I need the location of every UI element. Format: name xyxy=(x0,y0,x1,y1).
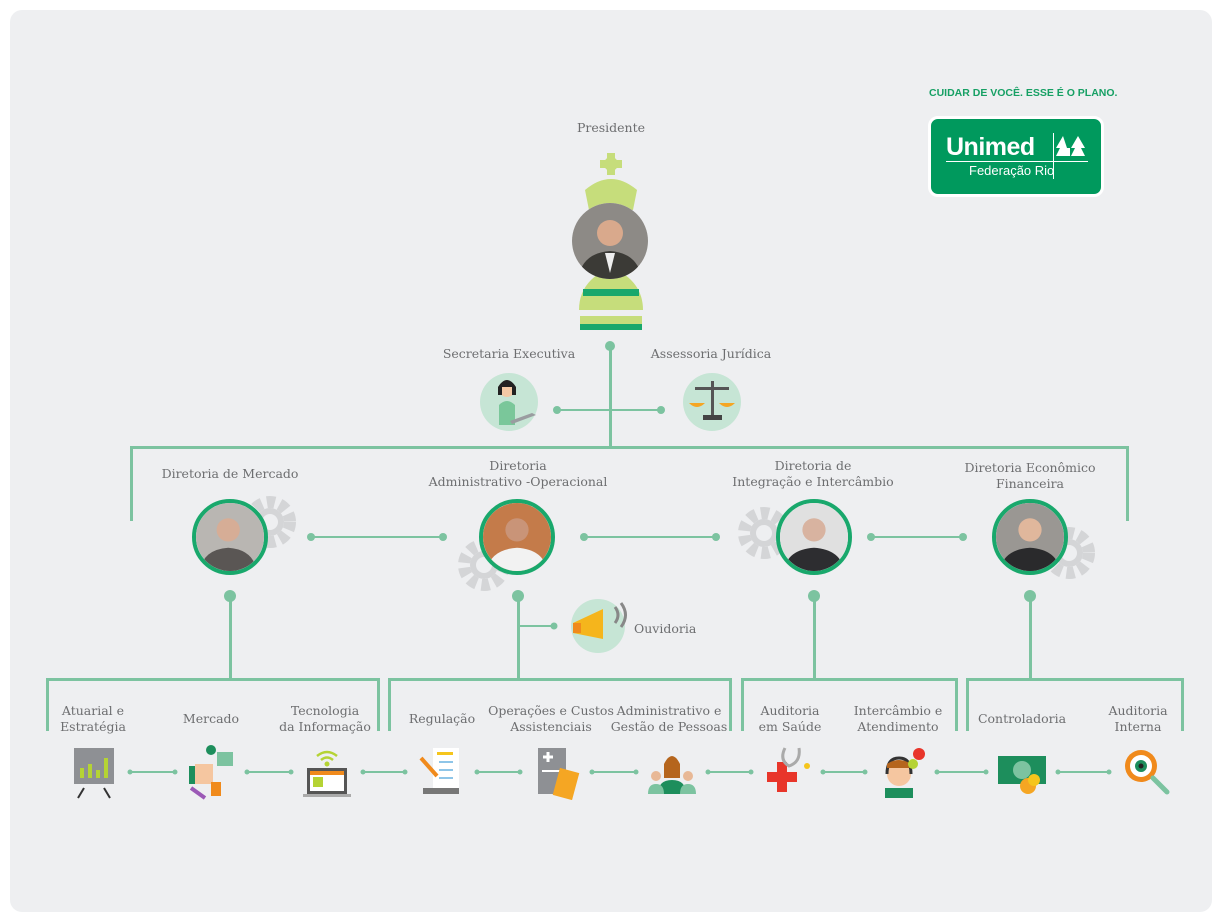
director-photo-administrativo xyxy=(479,499,555,575)
director-photo-mercado xyxy=(192,499,268,575)
director-photo-economico xyxy=(992,499,1068,575)
people-icon xyxy=(648,756,696,794)
director-photo-integracao xyxy=(776,499,852,575)
connector-line xyxy=(247,771,291,773)
connector-line xyxy=(130,771,175,773)
calculator-icon xyxy=(538,748,580,800)
chart-board-icon xyxy=(74,748,114,799)
connector-line xyxy=(937,771,986,773)
connector-line xyxy=(823,771,865,773)
department-label: Regulação xyxy=(408,711,476,726)
ouvidoria-label: Ouvidoria xyxy=(634,621,697,636)
president-label: Presidente xyxy=(576,120,646,135)
department-label: Controladoria xyxy=(977,711,1067,726)
checklist-icon xyxy=(419,748,459,794)
connector-line xyxy=(1058,771,1109,773)
connector-line xyxy=(477,771,520,773)
connector-line xyxy=(363,771,405,773)
stethoscope-icon xyxy=(767,747,810,792)
department-label: Mercado xyxy=(182,711,240,726)
assessoria-label: Assessoria Jurídica xyxy=(650,346,772,361)
connector-line xyxy=(708,771,751,773)
headset-icon xyxy=(885,748,925,798)
megaphone-icon xyxy=(571,599,627,653)
unimed-trees-icon xyxy=(1056,136,1085,156)
secretaria-label: Secretaria Executiva xyxy=(442,346,576,361)
magnifier-eye-icon xyxy=(1125,750,1170,795)
marketing-icon xyxy=(189,745,233,800)
secretary-icon xyxy=(480,373,538,431)
king-chess-piece-icon xyxy=(579,153,643,330)
laptop-wifi-icon xyxy=(303,750,351,797)
unimed-logo: Unimed Federação Rio xyxy=(928,116,1104,197)
director-label-mercado: Diretoria de Mercado xyxy=(161,466,299,481)
slogan: CUIDAR DE VOCÊ. ESSE É O PLANO. xyxy=(929,87,1118,99)
connector-line xyxy=(592,771,636,773)
president-photo xyxy=(572,203,648,279)
scales-of-justice-icon xyxy=(683,373,741,431)
money-icon xyxy=(998,756,1046,794)
